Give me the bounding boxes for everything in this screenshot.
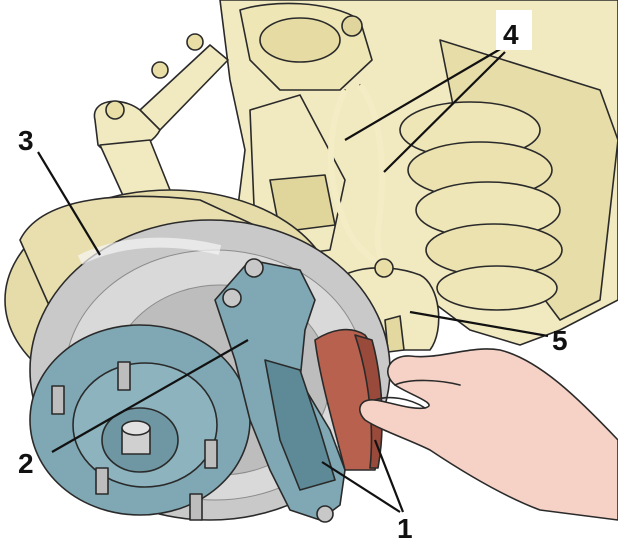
callout-3: 3: [18, 125, 34, 156]
callout-5: 5: [552, 325, 568, 356]
callout-4: 4: [503, 19, 519, 50]
leader-1a: [321, 461, 401, 513]
brake-caliper: [214, 258, 346, 523]
leader-4a: [344, 47, 503, 141]
tie-rod: [93, 33, 229, 201]
hand-illustration: [359, 348, 618, 521]
leader-5: [409, 310, 549, 338]
leader-4b: [383, 51, 506, 173]
callout-labels: 4 3 5 2 1: [18, 10, 568, 544]
leader-1b: [373, 439, 405, 513]
callout-1: 1: [397, 513, 413, 544]
callout-2: 2: [18, 448, 34, 479]
wheel-stud: [51, 361, 218, 521]
leader-3: [37, 151, 101, 256]
coil-spring: [399, 101, 563, 311]
leader-2: [51, 339, 249, 453]
wheel-hub: [29, 324, 251, 521]
leader-lines: [37, 47, 549, 513]
